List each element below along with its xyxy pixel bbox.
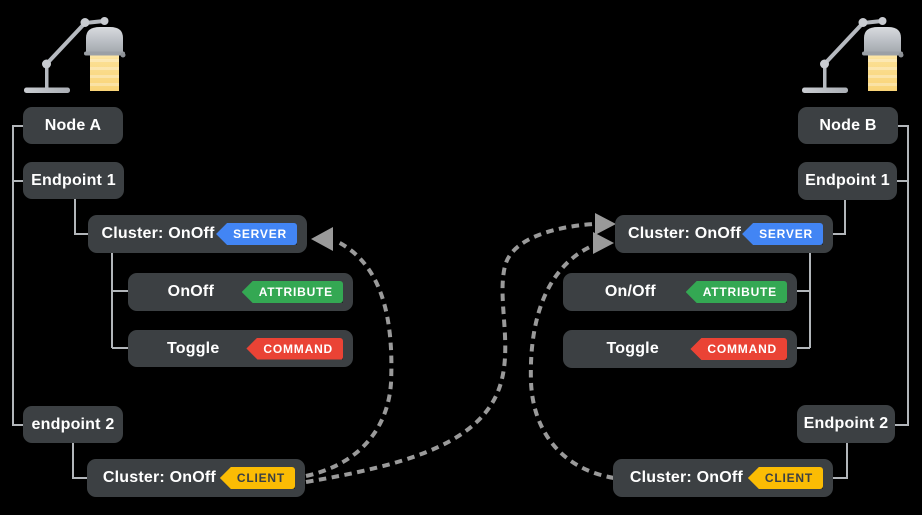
right-endpoint-1-box: Endpoint 1: [798, 162, 897, 200]
binding-left-client-to-left-server: [305, 239, 394, 478]
attribute-badge: ATTRIBUTE: [685, 281, 787, 303]
left-cluster-client-label: Cluster: OnOff: [102, 469, 216, 486]
right-cluster-client-label: Cluster: OnOff: [629, 469, 743, 486]
right-endpoint-2-box: Endpoint 2: [797, 405, 895, 443]
right-cluster-client-box: Cluster: OnOff CLIENT: [613, 459, 833, 497]
left-command-label: Toggle: [166, 339, 220, 357]
left-attribute-box: OnOff ATTRIBUTE: [128, 273, 353, 311]
left-tree-connectors: [12, 125, 128, 479]
left-cluster-server-box: Cluster: OnOff SERVER: [88, 215, 307, 253]
arrowheads: [311, 213, 616, 254]
left-endpoint-1-box: Endpoint 1: [23, 162, 124, 199]
left-endpoint-1-label: Endpoint 1: [31, 171, 116, 189]
right-cluster-server-label: Cluster: OnOff: [628, 225, 742, 242]
desk-lamp-icon: [22, 15, 128, 95]
server-badge: SERVER: [216, 223, 297, 245]
right-endpoint-2-label: Endpoint 2: [803, 415, 889, 432]
left-cluster-server-label: Cluster: OnOff: [101, 225, 215, 242]
binding-right-client-to-right-server: [528, 243, 615, 480]
right-attribute-box: On/Off ATTRIBUTE: [563, 273, 797, 311]
client-badge: CLIENT: [219, 467, 295, 489]
right-command-box: Toggle COMMAND: [563, 330, 797, 368]
command-badge: COMMAND: [690, 338, 787, 360]
client-badge: CLIENT: [747, 467, 823, 489]
left-attribute-label: OnOff: [167, 283, 214, 300]
right-command-label: Toggle: [606, 340, 659, 357]
desk-lamp-icon: [800, 15, 906, 95]
node-a-box: Node A: [23, 107, 123, 144]
left-endpoint-2-box: endpoint 2: [23, 406, 123, 443]
arrowhead-right-server-top: [595, 213, 616, 235]
left-endpoint-2-label: endpoint 2: [31, 415, 115, 433]
server-badge: SERVER: [742, 223, 823, 245]
arrowhead-left-server: [311, 227, 333, 251]
right-attribute-label: On/Off: [604, 283, 656, 300]
command-badge: COMMAND: [246, 337, 343, 360]
right-endpoint-1-label: Endpoint 1: [805, 172, 890, 189]
right-cluster-server-box: Cluster: OnOff SERVER: [615, 215, 833, 253]
binding-left-client-to-right-server: [305, 222, 595, 484]
left-cluster-client-box: Cluster: OnOff CLIENT: [87, 459, 305, 497]
left-command-box: Toggle COMMAND: [128, 330, 353, 367]
right-tree-connectors: [797, 125, 909, 479]
node-a-label: Node A: [44, 116, 102, 134]
attribute-badge: ATTRIBUTE: [241, 281, 343, 303]
arrowhead-right-server-bottom: [593, 232, 614, 254]
node-b-label: Node B: [819, 116, 877, 134]
node-b-box: Node B: [798, 107, 898, 144]
